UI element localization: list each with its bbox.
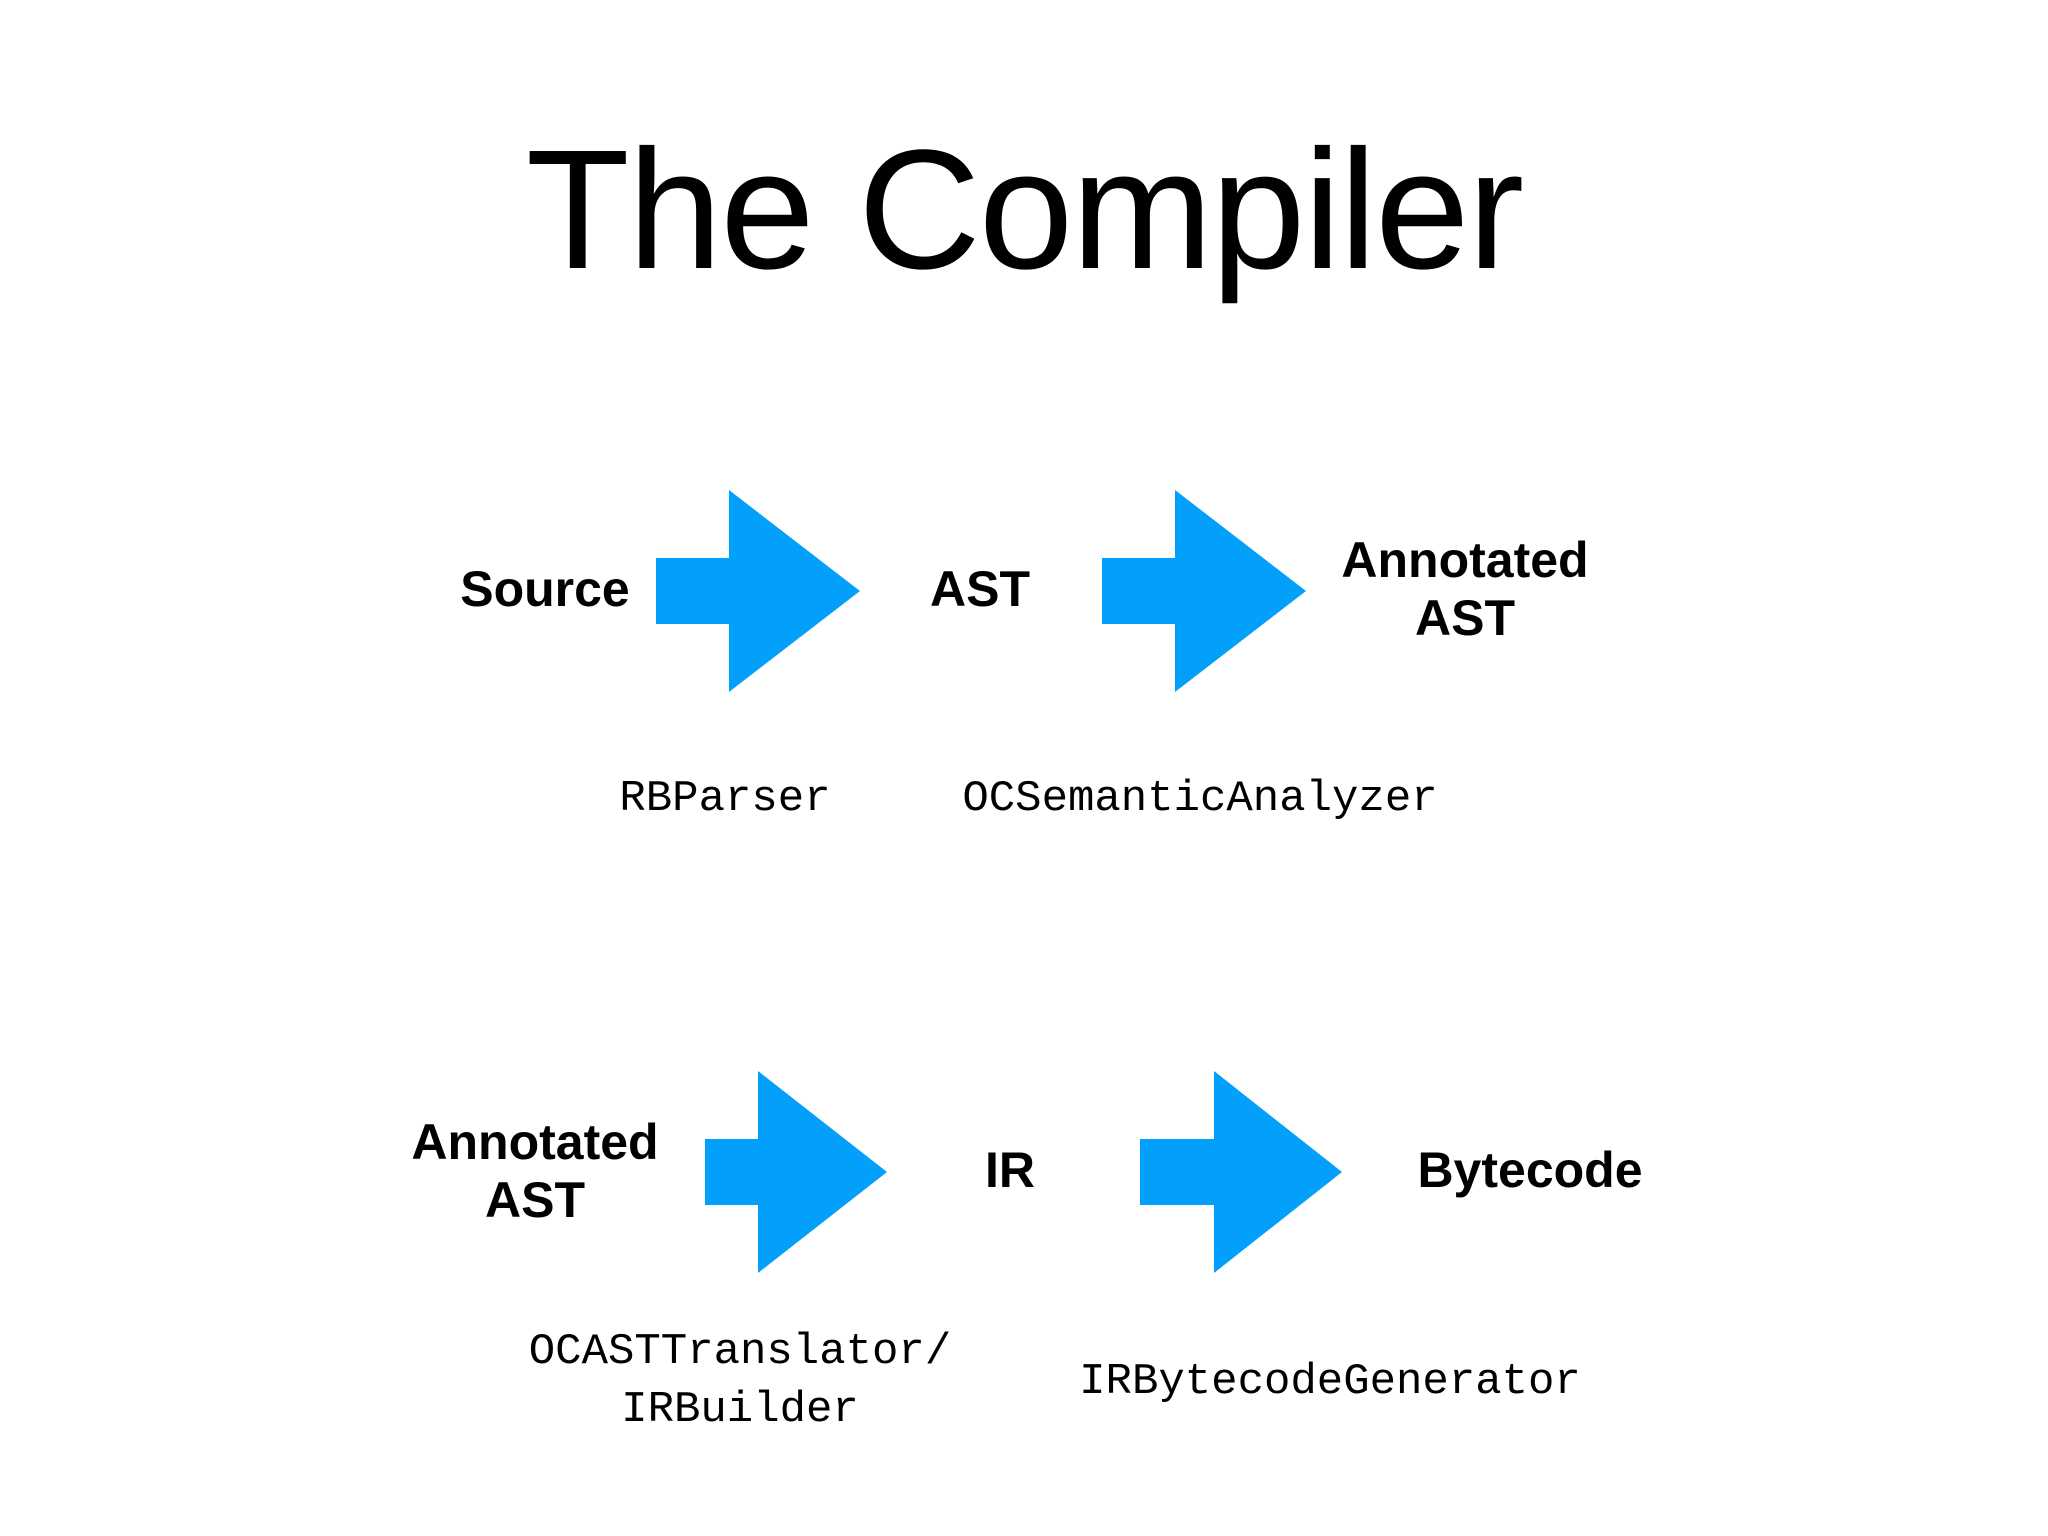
tool-translator: OCASTTranslator/ IRBuilder <box>490 1323 990 1439</box>
arrow-right-icon <box>1140 1071 1342 1273</box>
tool-analyzer-label: OCSemanticAnalyzer <box>962 774 1438 824</box>
tool-generator-label: IRBytecodeGenerator <box>1079 1357 1581 1407</box>
node-annotated-ast-2-line2: AST <box>485 1172 585 1228</box>
node-annotated-ast-2-line1: Annotated <box>411 1114 659 1170</box>
node-source: Source <box>460 560 630 618</box>
arrow-shape <box>1140 1071 1342 1273</box>
tool-generator: IRBytecodeGenerator <box>1030 1353 1630 1411</box>
arrow-shape <box>656 490 860 692</box>
node-annotated-ast-line1: Annotated <box>1341 532 1589 588</box>
slide-title: The Compiler <box>525 115 1524 305</box>
tool-analyzer: OCSemanticAnalyzer <box>935 770 1465 828</box>
arrow-shape <box>705 1071 887 1273</box>
node-bytecode-label: Bytecode <box>1417 1142 1643 1198</box>
arrow-right-icon <box>1102 490 1306 692</box>
node-annotated-ast: Annotated AST <box>1330 531 1600 647</box>
tool-translator-line2: IRBuilder <box>621 1385 859 1435</box>
node-ir-label: IR <box>985 1142 1035 1198</box>
node-ast-label: AST <box>930 561 1030 617</box>
tool-parser: RBParser <box>590 770 860 828</box>
tool-parser-label: RBParser <box>619 774 831 824</box>
node-annotated-ast-2: Annotated AST <box>400 1113 670 1229</box>
node-ir: IR <box>960 1141 1060 1199</box>
node-annotated-ast-line2: AST <box>1415 590 1515 646</box>
node-bytecode: Bytecode <box>1410 1141 1650 1199</box>
node-ast: AST <box>910 560 1050 618</box>
arrow-right-icon <box>656 490 860 692</box>
arrow-right-icon <box>705 1071 887 1273</box>
tool-translator-line1: OCASTTranslator/ <box>528 1327 952 1377</box>
arrow-shape <box>1102 490 1306 692</box>
node-source-label: Source <box>460 561 630 617</box>
